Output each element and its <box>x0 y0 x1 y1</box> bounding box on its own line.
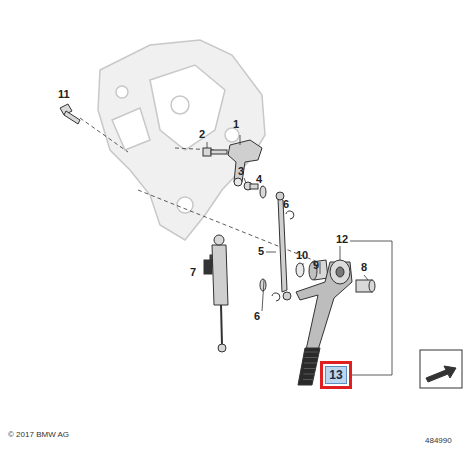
bolt-2 <box>203 148 227 156</box>
callout-number: 9 <box>313 260 319 271</box>
bracket-housing <box>98 40 265 240</box>
callout-number: 7 <box>190 267 196 278</box>
circlip-6 <box>272 211 294 301</box>
bolt-8 <box>356 280 375 292</box>
shift-sensor-7 <box>204 235 228 352</box>
bolt-11 <box>60 104 80 124</box>
shift-rod-5 <box>276 192 291 300</box>
callout-number: 6 <box>254 311 260 322</box>
callout-number: 12 <box>336 234 348 245</box>
callout-number: 8 <box>361 262 367 273</box>
bush-9 <box>309 260 328 280</box>
callout-number: 4 <box>256 174 262 185</box>
view-icon <box>420 350 462 388</box>
callout-number: 5 <box>258 246 264 257</box>
highlighted-callout: 13 <box>320 361 352 389</box>
callout-number: 2 <box>199 129 205 140</box>
callout-number: 6 <box>283 199 289 210</box>
callout-number: 10 <box>296 250 308 261</box>
leader-lines <box>207 135 392 375</box>
washer-10 <box>296 263 304 277</box>
callout-number: 1 <box>233 119 239 130</box>
nut-4 <box>260 186 266 291</box>
diagram-id: 484990 <box>425 437 452 445</box>
callout-number: 11 <box>58 89 70 100</box>
copyright-note: © 2017 BMW AG <box>8 431 69 439</box>
callout-number: 13 <box>325 366 346 384</box>
lever-1 <box>228 140 262 186</box>
callout-number: 3 <box>238 166 244 177</box>
ball-joint-3 <box>244 182 258 190</box>
